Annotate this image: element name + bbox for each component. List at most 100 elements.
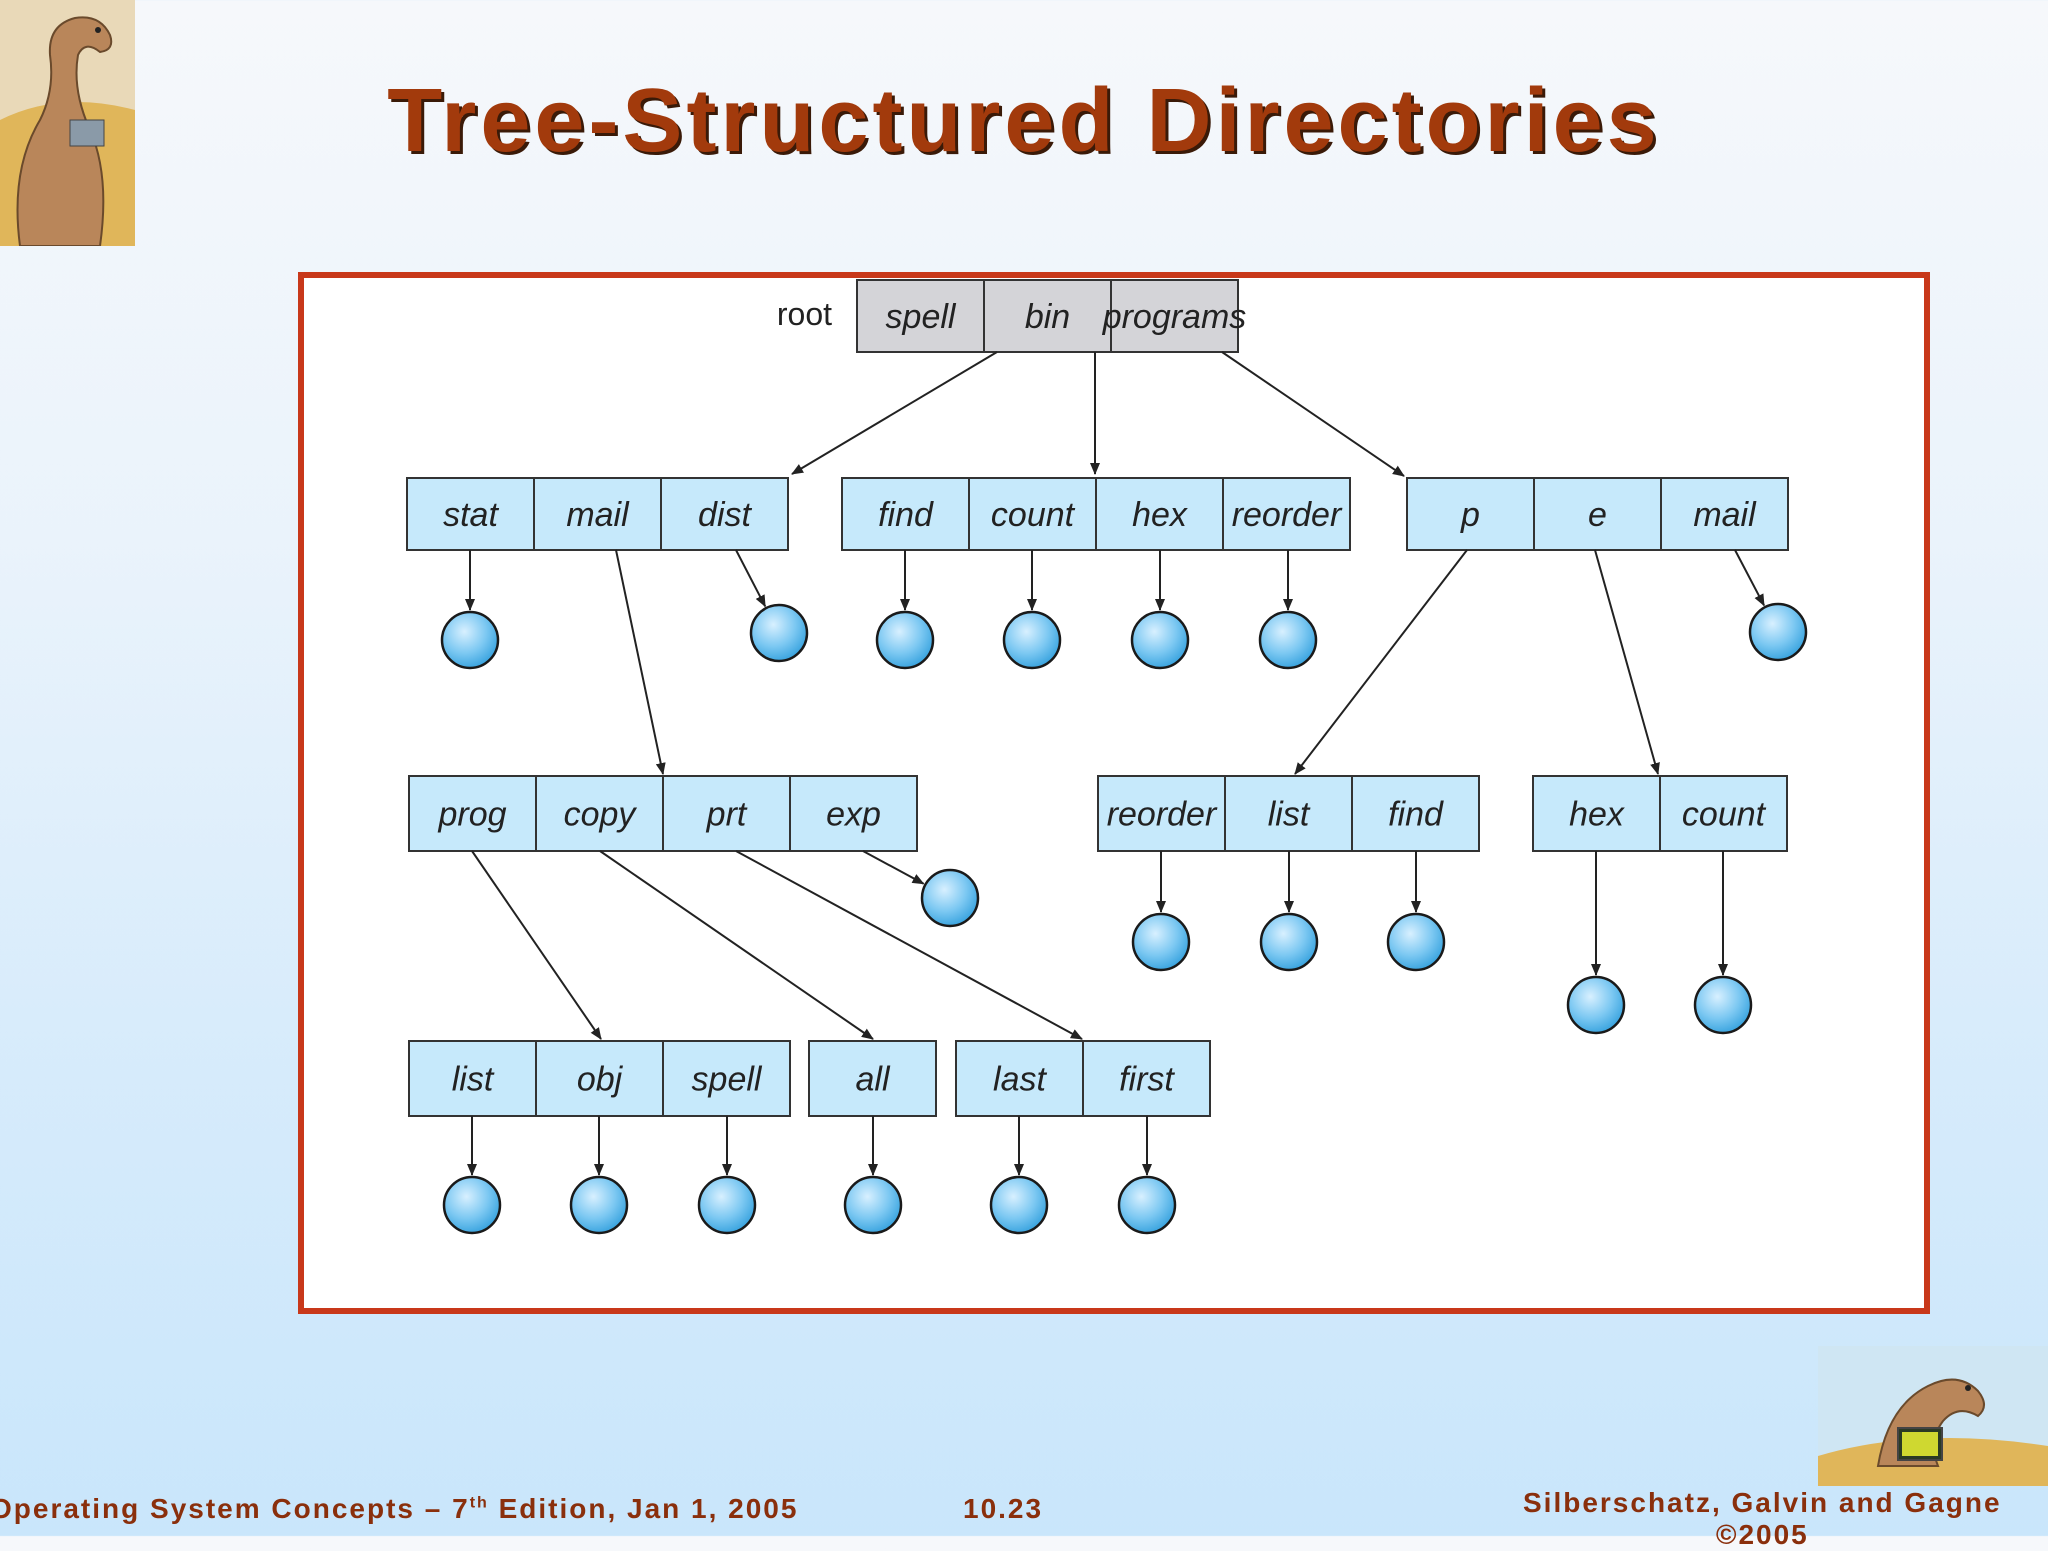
directory-p-dir: reorder list find <box>1097 775 1480 852</box>
pointer-arrow-prt <box>735 850 1083 1040</box>
file-node <box>749 603 809 663</box>
dir-entry-hex[interactable] <box>1095 477 1224 551</box>
file-node <box>1130 610 1190 670</box>
dir-entry-label: mail <box>566 496 630 534</box>
dir-entry-label: copy <box>564 796 638 834</box>
directory-spell-dir: stat mail dist <box>406 477 789 551</box>
dir-entry-label: all <box>855 1061 890 1099</box>
file-node <box>843 1175 903 1235</box>
dir-entry-label: p <box>1460 496 1480 534</box>
dir-entry-p[interactable] <box>1406 477 1535 551</box>
dir-entry-label: last <box>993 1061 1047 1099</box>
file-pointer-arrow <box>1734 549 1765 607</box>
file-node <box>1117 1175 1177 1235</box>
dir-entry-last[interactable] <box>955 1040 1084 1117</box>
footer-authors: Silberschatz, Galvin and Gagne©2005 <box>1523 1487 2002 1551</box>
footer-page-number: 10.23 <box>963 1493 1044 1524</box>
dir-entry-first[interactable] <box>1082 1040 1211 1117</box>
file-node <box>697 1175 757 1235</box>
dir-entry-bin[interactable] <box>983 279 1112 353</box>
directory-root: spell bin programs <box>856 279 1247 353</box>
dir-entry-label: bin <box>1025 298 1070 336</box>
dir-entry-spell[interactable] <box>856 279 985 353</box>
dir-entry-mail[interactable] <box>533 477 662 551</box>
footer-book: Operating System Concepts – 7 <box>0 1493 470 1524</box>
dir-entry-label: find <box>1388 796 1444 834</box>
footer-copyright: ©2005 <box>1715 1519 1809 1550</box>
file-node <box>1386 912 1446 972</box>
dir-entry-label: count <box>991 496 1076 534</box>
dinosaur-mascot-top-left <box>0 0 135 246</box>
dir-entry-label: reorder <box>1107 796 1218 834</box>
directory-mail-dir: prog copy prt exp <box>408 775 918 852</box>
pointer-arrow-e <box>1594 549 1660 775</box>
dir-entry-label: prog <box>437 796 506 834</box>
dir-entry-label: exp <box>826 796 881 834</box>
pointer-arrow-prog <box>471 850 602 1040</box>
file-node <box>875 610 935 670</box>
dir-entry-label: list <box>1268 796 1311 834</box>
dir-entry-stat[interactable] <box>406 477 535 551</box>
dir-entry-list[interactable] <box>1224 775 1353 852</box>
file-node <box>1002 610 1062 670</box>
dir-entry-label: find <box>878 496 934 534</box>
file-node <box>1566 975 1626 1035</box>
dir-entry-exp[interactable] <box>789 775 918 852</box>
file-node <box>1258 610 1318 670</box>
dir-entry-label: hex <box>1132 496 1188 534</box>
dir-entry-prog[interactable] <box>408 775 537 852</box>
dir-entry-reorder[interactable] <box>1222 477 1351 551</box>
file-node <box>1259 912 1319 972</box>
file-pointer-arrow <box>735 549 767 608</box>
dir-entry-mail[interactable] <box>1660 477 1789 551</box>
dir-entry-dist[interactable] <box>660 477 789 551</box>
file-nodes <box>440 602 1808 1235</box>
dir-entry-label: stat <box>443 496 499 534</box>
directory-prog-dir: list obj spell <box>408 1040 791 1117</box>
file-pointer-arrow <box>862 850 925 885</box>
footer-book-title: Operating System Concepts – 7th Edition,… <box>0 1493 798 1525</box>
dir-entry-count[interactable] <box>968 477 1097 551</box>
dir-entry-label: spell <box>886 298 957 336</box>
file-node <box>440 610 500 670</box>
file-node <box>1693 975 1753 1035</box>
file-node <box>920 868 980 928</box>
dir-entry-label: dist <box>698 496 752 534</box>
directory-bin-dir: find count hex reorder <box>841 477 1351 551</box>
root-label: root <box>777 296 832 332</box>
dir-entry-programs[interactable] <box>1110 279 1239 353</box>
file-node <box>989 1175 1049 1235</box>
dir-entry-label: spell <box>692 1061 763 1099</box>
directory-e-dir: hex count <box>1532 775 1788 852</box>
dir-entry-label: reorder <box>1232 496 1343 534</box>
slide-title: Tree-Structured Directories <box>387 71 1661 171</box>
dir-entry-prt[interactable] <box>662 775 791 852</box>
pointer-arrow-spell <box>791 351 998 475</box>
pointer-edges <box>465 351 1765 1176</box>
directory-copy-dir: all <box>808 1040 937 1117</box>
dir-entry-label: prt <box>706 796 748 834</box>
pointer-arrow-p <box>1294 549 1468 775</box>
file-node <box>569 1175 629 1235</box>
file-node <box>1131 912 1191 972</box>
dir-entry-label: hex <box>1569 796 1625 834</box>
footer-authors-text: Silberschatz, Galvin and Gagne <box>1523 1487 2002 1518</box>
dir-entry-label: list <box>452 1061 495 1099</box>
directory-prt-dir: last first <box>955 1040 1211 1117</box>
dir-entry-label: e <box>1588 496 1607 534</box>
file-node <box>1748 602 1808 662</box>
dir-entry-label: mail <box>1693 496 1757 534</box>
file-node <box>442 1175 502 1235</box>
pointer-arrow-programs <box>1221 351 1405 477</box>
dir-entry-label: count <box>1682 796 1767 834</box>
dir-entry-label: first <box>1119 1061 1175 1099</box>
dir-entry-label: programs <box>1102 298 1247 336</box>
directory-programs-dir: p e mail <box>1406 477 1789 551</box>
dinosaur-mascot-bottom-right <box>1818 1346 2048 1486</box>
footer-edition-rest: Edition, Jan 1, 2005 <box>488 1493 799 1524</box>
dir-entry-label: obj <box>577 1061 624 1099</box>
pointer-arrow-mail <box>615 549 666 775</box>
pointer-arrow-copy <box>599 850 874 1040</box>
